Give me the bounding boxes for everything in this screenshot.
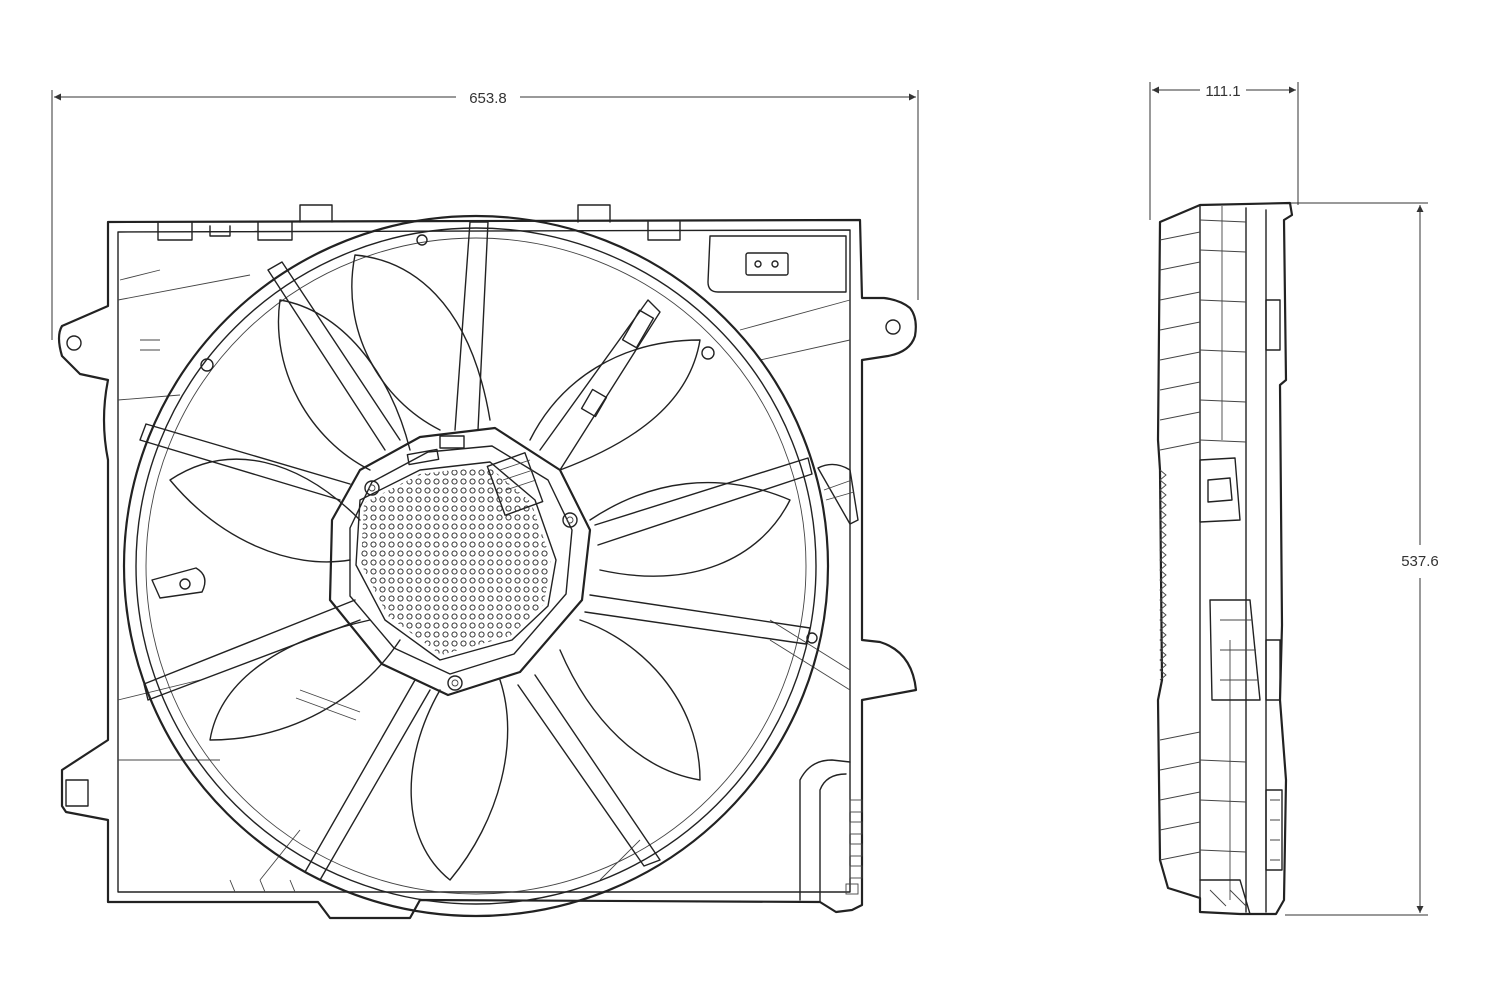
side-outline bbox=[1156, 201, 1294, 916]
height-dimension: 537.6 bbox=[1285, 202, 1439, 916]
depth-dimension: 111.1 bbox=[1149, 82, 1299, 220]
height-dimension-label: 537.6 bbox=[1401, 553, 1439, 570]
fan-ring-outer bbox=[122, 214, 830, 918]
motor-hub bbox=[328, 426, 592, 697]
fan-spokes bbox=[139, 221, 813, 881]
control-board bbox=[355, 461, 557, 661]
front-view bbox=[57, 204, 918, 920]
fan-ring-inner bbox=[135, 227, 817, 905]
depth-dimension-label: 111.1 bbox=[1205, 83, 1240, 100]
width-dimension: 653.8 bbox=[51, 90, 919, 340]
width-dimension-label: 653.8 bbox=[469, 90, 507, 107]
shroud-outline bbox=[57, 218, 918, 920]
side-view bbox=[1156, 201, 1294, 916]
